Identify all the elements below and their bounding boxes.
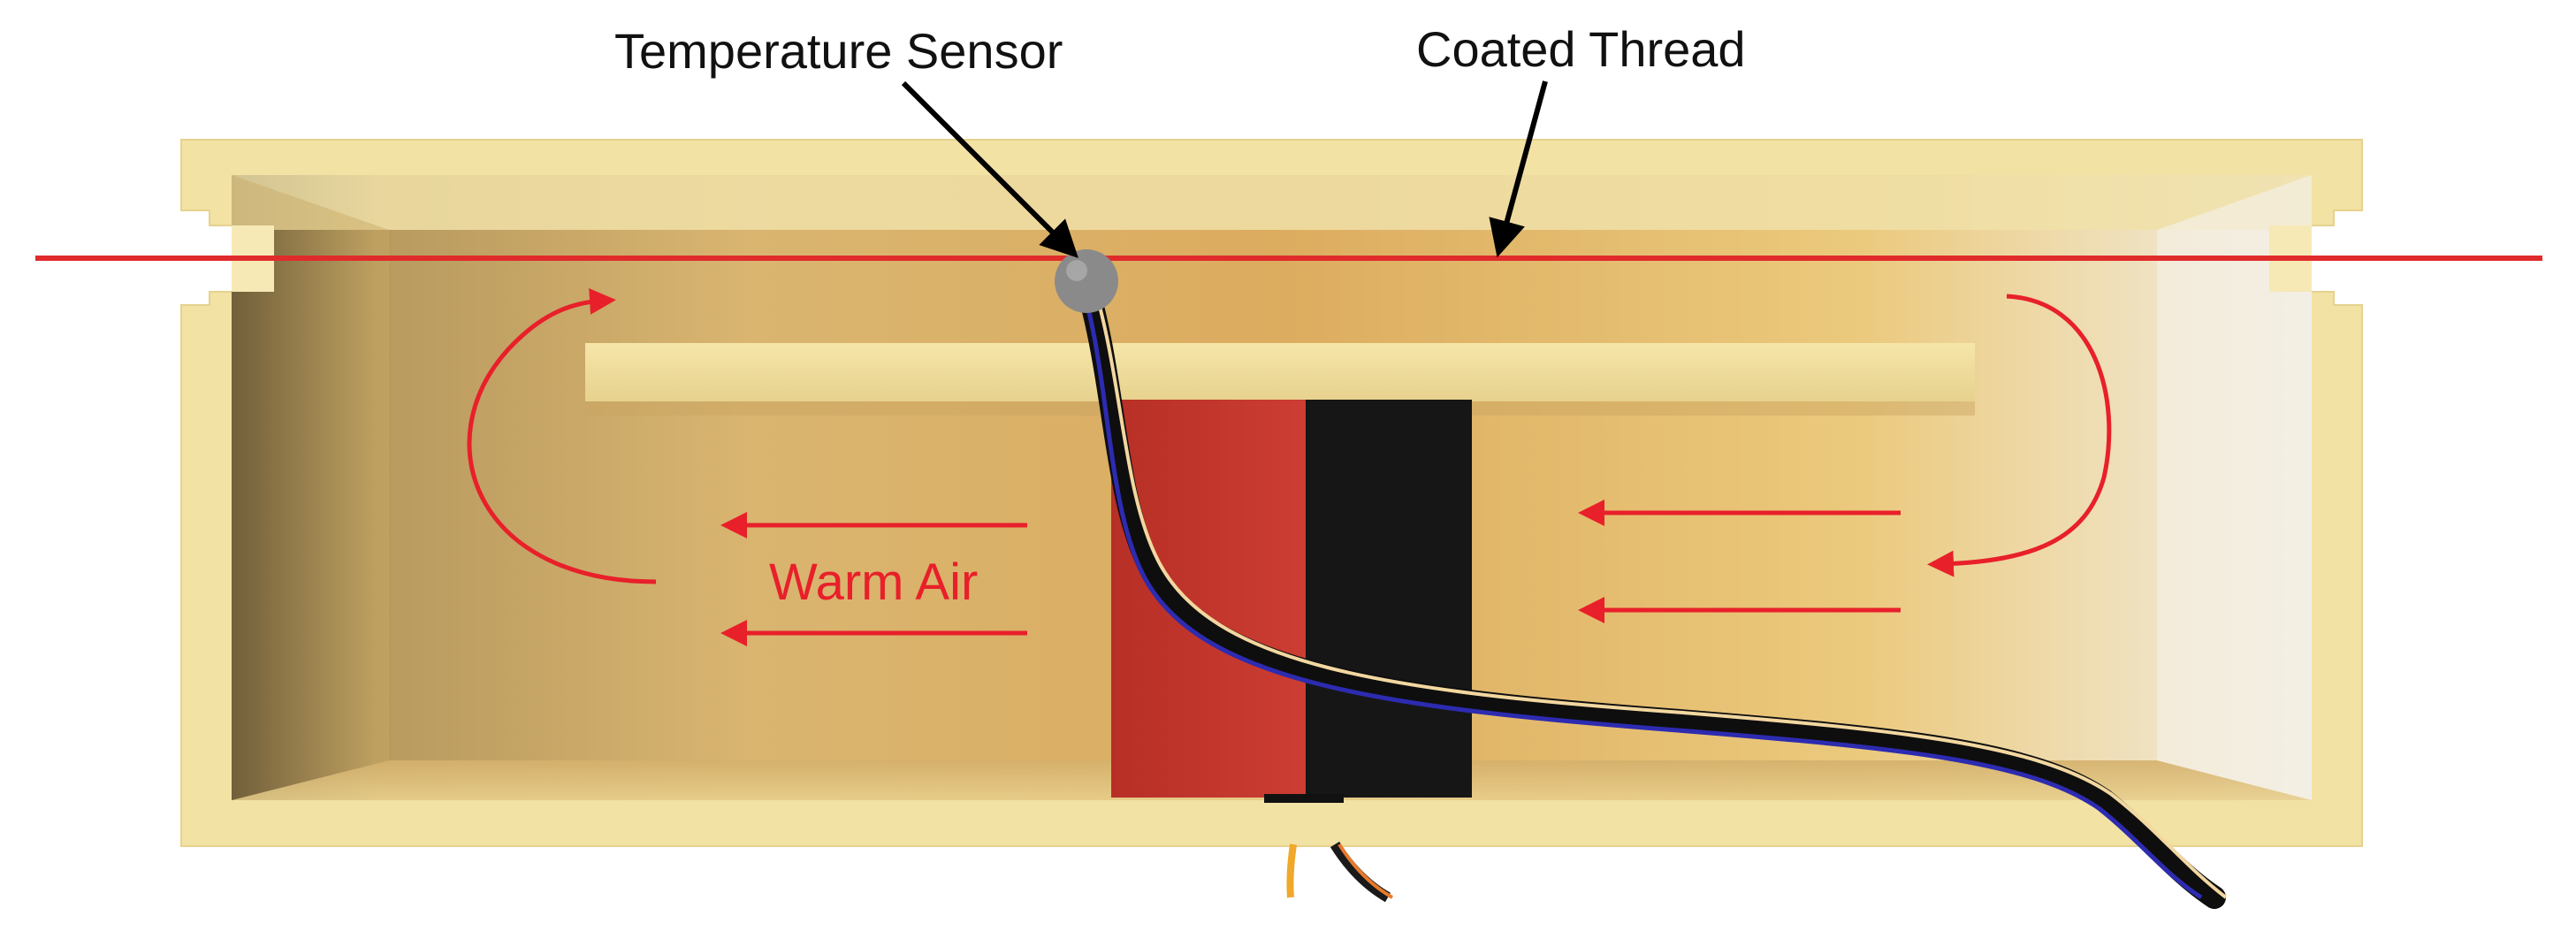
heater-block-red xyxy=(1111,400,1306,798)
enclosure-back-wall xyxy=(232,175,2312,230)
sensor-highlight xyxy=(1066,260,1087,281)
airflow-curve-left xyxy=(467,287,657,584)
sensor-cable xyxy=(1074,270,2228,909)
heater-base xyxy=(1264,794,1344,803)
shelf xyxy=(585,343,1975,401)
enclosure-right-wall xyxy=(2157,175,2312,800)
enclosure-left-wall xyxy=(232,175,389,800)
label-warm-air: Warm Air xyxy=(769,553,979,611)
label-coated-thread: Coated Thread xyxy=(1416,21,1746,77)
heater-block-black xyxy=(1306,400,1472,798)
bottom-wire-pair xyxy=(1330,841,1391,903)
bottom-wire-yellow xyxy=(1286,844,1297,898)
temperature-sensor-icon xyxy=(1055,249,1118,313)
airflow-curve-right xyxy=(1927,294,2112,577)
bottom-wire-pair-inner xyxy=(1338,843,1393,899)
temperature-sensor-pointer xyxy=(901,80,1078,258)
label-temperature-sensor: Temperature Sensor xyxy=(614,23,1063,79)
coated-thread-pointer xyxy=(1489,80,1548,258)
